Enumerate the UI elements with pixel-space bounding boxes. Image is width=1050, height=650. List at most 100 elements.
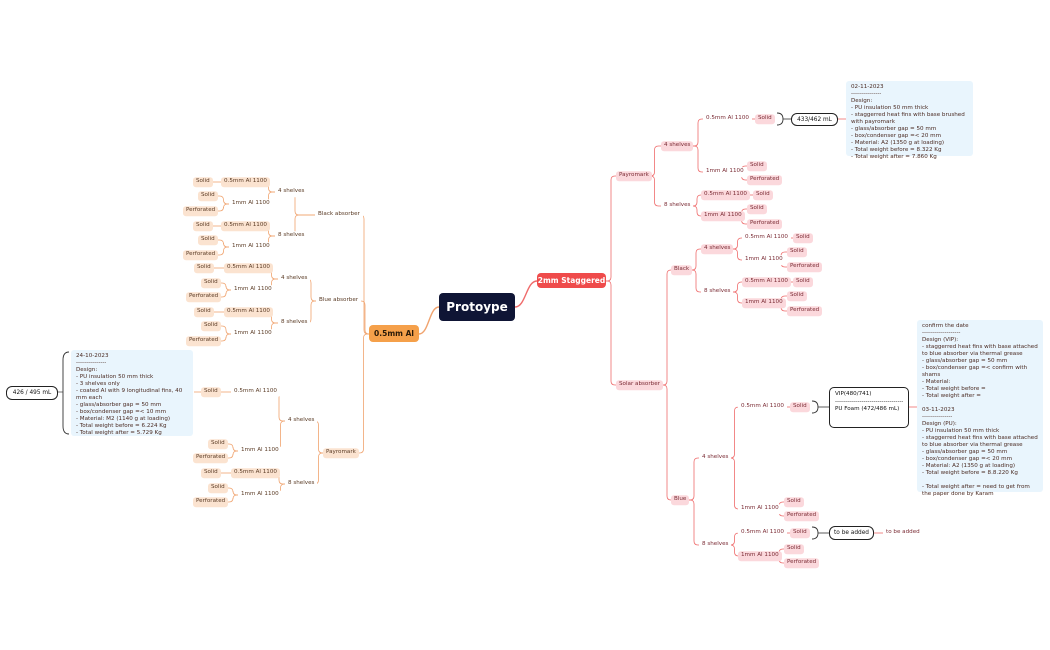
topic-black-8-shelves-0-5mm[interactable]: 0.5mm Al 1100 bbox=[742, 277, 791, 287]
note-left[interactable]: 24-10-2023---------------Design:- PU ins… bbox=[71, 350, 193, 436]
leaf-perforated[interactable]: Perforated bbox=[747, 219, 783, 229]
leaf-solid[interactable]: Solid bbox=[198, 235, 218, 245]
topic-blue-absorber-4-shelves-0-5mm[interactable]: 0.5mm Al 1100 bbox=[224, 263, 273, 273]
topic-blue-absorber-8-shelves[interactable]: 8 shelves bbox=[278, 318, 311, 328]
leaf-perforated[interactable]: Perforated bbox=[183, 250, 219, 260]
leaf-perforated[interactable]: Perforated bbox=[193, 497, 229, 507]
topic-blue-8-shelves-0-5mm[interactable]: 0.5mm Al 1100 bbox=[738, 528, 787, 538]
topic-left-payromark-4-shelves-0-5mm[interactable]: 0.5mm Al 1100 bbox=[231, 387, 280, 397]
note-right-blue[interactable]: confirm the date-------------------Desig… bbox=[917, 320, 1043, 497]
leaf-perforated[interactable]: Perforated bbox=[787, 262, 823, 272]
topic-right-payromark-8-shelves[interactable]: 8 shelves bbox=[661, 201, 694, 211]
topic-blue-absorber-4-shelves-1mm[interactable]: 1mm Al 1100 bbox=[231, 285, 275, 295]
note-line: - Total weight before = 6.224 Kg bbox=[76, 422, 167, 429]
topic-blue-8-shelves[interactable]: 8 shelves bbox=[699, 540, 732, 550]
topic-blue-4-shelves[interactable]: 4 shelves bbox=[699, 453, 732, 463]
topic-blue-absorber-8-shelves-0-5mm[interactable]: 0.5mm Al 1100 bbox=[224, 307, 273, 317]
leaf-solid[interactable]: Solid bbox=[747, 204, 767, 214]
topic-blue-4-shelves-1mm[interactable]: 1mm Al 1100 bbox=[738, 504, 782, 514]
leaf-perforated[interactable]: Perforated bbox=[747, 175, 783, 185]
topic-black-4-shelves-1mm[interactable]: 1mm Al 1100 bbox=[742, 255, 786, 265]
connector bbox=[648, 145, 661, 177]
leaf-solid[interactable]: Solid bbox=[201, 387, 221, 397]
topic-black-8-shelves-1mm[interactable]: 1mm Al 1100 bbox=[742, 298, 786, 308]
leaf-solid[interactable]: Solid bbox=[747, 161, 767, 171]
leaf-solid[interactable]: Solid bbox=[208, 483, 228, 493]
leaf-solid[interactable]: Solid bbox=[755, 114, 775, 124]
topic-left-payromark-8-shelves-0-5mm[interactable]: 0.5mm Al 1100 bbox=[231, 468, 280, 478]
topic-blue-4-shelves-0-5mm[interactable]: 0.5mm Al 1100 bbox=[738, 402, 787, 412]
leaf-perforated[interactable]: Perforated bbox=[186, 292, 222, 302]
topic-blue-absorber-8-shelves-1mm[interactable]: 1mm Al 1100 bbox=[231, 329, 275, 339]
leaf-perforated[interactable]: Perforated bbox=[183, 206, 219, 216]
topic-black[interactable]: Black bbox=[671, 265, 693, 275]
topic-black-4-shelves[interactable]: 4 shelves bbox=[701, 244, 734, 254]
topic-black-4-shelves-0-5mm[interactable]: 0.5mm Al 1100 bbox=[742, 233, 791, 243]
leaf-solid[interactable]: Solid bbox=[784, 544, 804, 554]
topic-black-absorber-4-shelves-0-5mm[interactable]: 0.5mm Al 1100 bbox=[221, 177, 270, 187]
topic-black-absorber-8-shelves-1mm[interactable]: 1mm Al 1100 bbox=[229, 242, 273, 252]
result-box-right-payromark[interactable]: 433/462 mL bbox=[791, 113, 838, 126]
topic-black-absorber[interactable]: Black absorber bbox=[315, 210, 363, 220]
root-topic[interactable]: Protoype bbox=[439, 293, 515, 321]
vip-result-box[interactable]: VIP(480/741) ---------------------------… bbox=[829, 387, 909, 428]
topic-0-5mm-al[interactable]: 0.5mm Al bbox=[369, 325, 419, 342]
leaf-solid[interactable]: Solid bbox=[201, 321, 221, 331]
topic-right-payromark-8-shelves-0-5mm[interactable]: 0.5mm Al 1100 bbox=[701, 190, 750, 200]
leaf-solid[interactable]: Solid bbox=[194, 263, 214, 273]
note-right-payromark[interactable]: 02-11-2023---------------Design:- PU ins… bbox=[846, 81, 973, 160]
leaf-perforated[interactable]: Perforated bbox=[193, 453, 229, 463]
leaf-perforated[interactable]: Perforated bbox=[784, 511, 820, 521]
topic-black-absorber-4-shelves[interactable]: 4 shelves bbox=[275, 187, 308, 197]
leaf-perforated[interactable]: Perforated bbox=[787, 306, 823, 316]
leaf-solid[interactable]: Solid bbox=[784, 497, 804, 507]
leaf-solid[interactable]: Solid bbox=[193, 177, 213, 187]
leaf-solid[interactable]: Solid bbox=[208, 439, 228, 449]
topic-black-absorber-8-shelves[interactable]: 8 shelves bbox=[275, 231, 308, 241]
topic-blue-absorber[interactable]: Blue absorber bbox=[316, 296, 362, 306]
leaf-solid[interactable]: Solid bbox=[787, 291, 807, 301]
topic-2mm-staggered[interactable]: 2mm Staggered bbox=[537, 273, 606, 288]
topic-left-payromark-4-shelves[interactable]: 4 shelves bbox=[285, 416, 318, 426]
connector bbox=[218, 203, 229, 212]
leaf-perforated[interactable]: Perforated bbox=[186, 336, 222, 346]
connector bbox=[730, 532, 739, 546]
topic-left-payromark-8-shelves-1mm[interactable]: 1mm Al 1100 bbox=[238, 490, 282, 500]
topic-left-payromark[interactable]: Payromark bbox=[323, 448, 359, 458]
leaf-solid[interactable]: Solid bbox=[198, 191, 218, 201]
leaf-solid[interactable]: Solid bbox=[201, 278, 221, 288]
leaf-solid[interactable]: Solid bbox=[787, 247, 807, 257]
topic-black-absorber-8-shelves-0-5mm[interactable]: 0.5mm Al 1100 bbox=[221, 221, 270, 231]
leaf-solid[interactable]: Solid bbox=[790, 402, 810, 412]
tba-box[interactable]: to be added bbox=[829, 526, 874, 540]
topic-blue-8-shelves-1mm[interactable]: 1mm Al 1100 bbox=[738, 551, 782, 561]
topic-solar-absorber[interactable]: Solar absorber bbox=[616, 380, 663, 390]
topic-right-payromark[interactable]: Payromark bbox=[616, 171, 652, 181]
topic-right-payromark-4-shelves[interactable]: 4 shelves bbox=[661, 141, 694, 151]
topic-right-payromark-8-shelves-1mm[interactable]: 1mm Al 1100 bbox=[701, 211, 745, 221]
leaf-solid[interactable]: Solid bbox=[793, 277, 813, 287]
connector bbox=[228, 487, 238, 496]
topic-left-payromark-8-shelves[interactable]: 8 shelves bbox=[285, 479, 318, 489]
topic-blue-absorber-4-shelves[interactable]: 4 shelves bbox=[278, 274, 311, 284]
note-line: - box/condenser gap =< confirm with sham… bbox=[922, 364, 1029, 378]
topic-black-8-shelves[interactable]: 8 shelves bbox=[701, 287, 734, 297]
topic-right-payromark-4-shelves-0-5mm[interactable]: 0.5mm Al 1100 bbox=[703, 114, 752, 124]
topic-black-absorber-4-shelves-1mm[interactable]: 1mm Al 1100 bbox=[229, 199, 273, 209]
leaf-solid[interactable]: Solid bbox=[193, 221, 213, 231]
tba-text[interactable]: to be added bbox=[883, 528, 923, 538]
leaf-solid[interactable]: Solid bbox=[753, 190, 773, 200]
leaf-solid[interactable]: Solid bbox=[201, 468, 221, 478]
note-line: - staggerred heat fins with base attache… bbox=[922, 434, 1040, 448]
leaf-solid[interactable]: Solid bbox=[790, 528, 810, 538]
note-line: - glass/absorber gap = 50 mm bbox=[922, 357, 1008, 364]
leaf-perforated[interactable]: Perforated bbox=[784, 558, 820, 568]
leaf-solid[interactable]: Solid bbox=[793, 233, 813, 243]
topic-blue[interactable]: Blue bbox=[671, 495, 690, 505]
topic-left-payromark-4-shelves-1mm[interactable]: 1mm Al 1100 bbox=[238, 446, 282, 456]
note-line: - PU insulation 50 mm thick bbox=[851, 104, 929, 111]
result-box-left[interactable]: 426 / 495 mL bbox=[6, 386, 58, 400]
leaf-solid[interactable]: Solid bbox=[194, 307, 214, 317]
topic-right-payromark-4-shelves-1mm[interactable]: 1mm Al 1100 bbox=[703, 167, 747, 177]
